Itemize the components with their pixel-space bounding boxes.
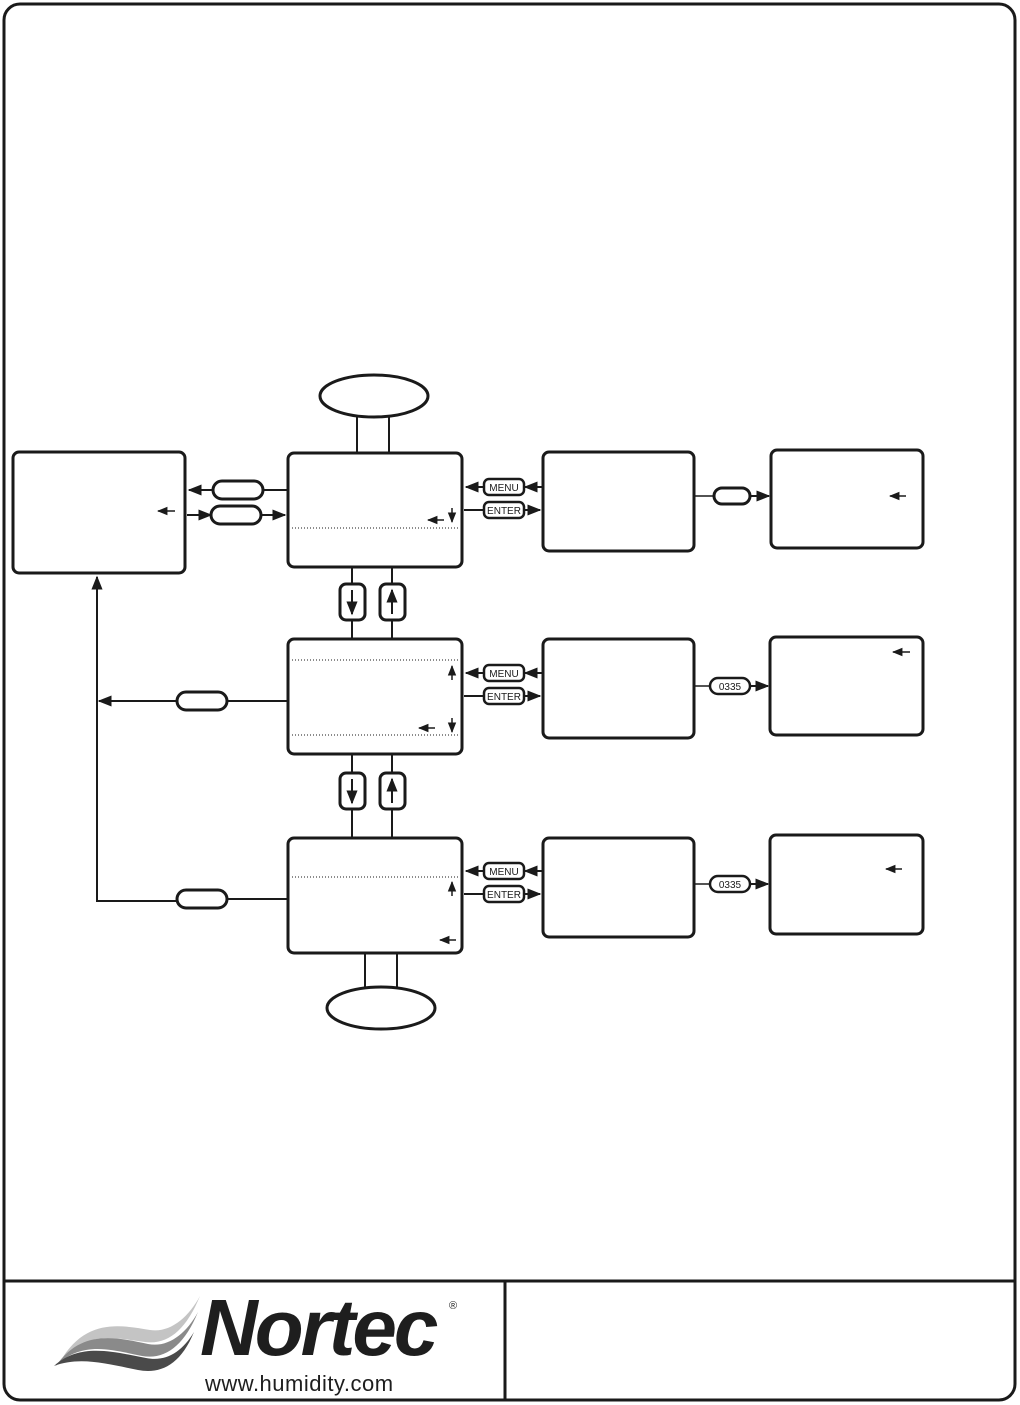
main-screen-3	[286, 836, 464, 955]
enter-key-3-label: ENTER	[487, 890, 521, 901]
return-line	[91, 575, 177, 902]
blank-key-return-3[interactable]	[175, 888, 229, 910]
main-screen-2	[286, 637, 464, 756]
start-oval	[318, 373, 430, 419]
sub-screen-1	[541, 450, 696, 553]
nortec-logo-icon	[54, 1296, 200, 1371]
down-key-1[interactable]	[338, 582, 367, 622]
blank-key-bottom[interactable]	[209, 504, 263, 526]
code-key-3-label: 0335	[719, 880, 742, 891]
detail-screen-2	[768, 635, 925, 737]
main-screen-1	[286, 451, 464, 569]
sub-screen-2	[541, 637, 696, 740]
detail-screen-1	[769, 448, 925, 550]
blank-key-return-2[interactable]	[175, 690, 229, 712]
end-oval	[325, 985, 437, 1031]
up-key-2[interactable]	[378, 771, 407, 811]
down-key-2[interactable]	[338, 771, 367, 811]
sub-screen-3	[541, 836, 696, 939]
detail-screen-3	[768, 833, 925, 936]
enter-key-2-label: ENTER	[487, 692, 521, 703]
blank-key-right[interactable]	[712, 486, 752, 506]
blank-key-top[interactable]	[211, 479, 265, 501]
code-key-2-label: 0335	[719, 682, 742, 693]
up-key-1[interactable]	[378, 582, 407, 622]
menu-key-3-label: MENU	[489, 867, 518, 878]
menu-key-1-label: MENU	[489, 483, 518, 494]
registered-mark: ®	[449, 1300, 458, 1312]
left-screen	[11, 450, 187, 575]
website-url[interactable]: www.humidity.com	[205, 1371, 394, 1396]
menu-key-2-label: MENU	[489, 669, 518, 680]
enter-key-1-label: ENTER	[487, 506, 521, 517]
brand-name: Nortec	[200, 1283, 438, 1372]
